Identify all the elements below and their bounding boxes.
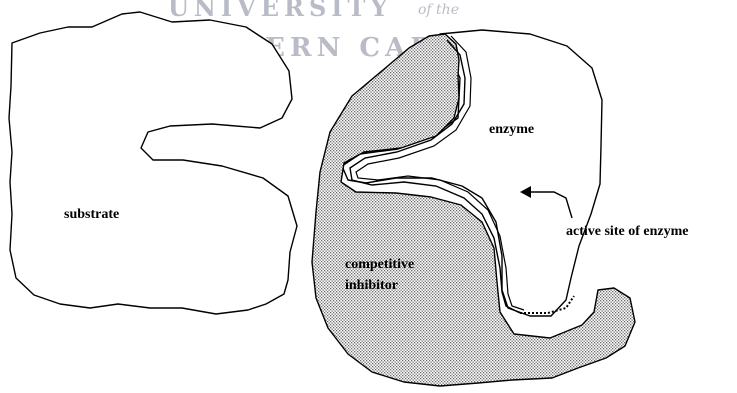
substrate-label: substrate: [64, 207, 119, 222]
inhibitor-label-line2: inhibitor: [345, 278, 398, 293]
watermark-university: UNIVERSITY: [168, 0, 393, 22]
inhibitor-label-line1: competitive: [345, 257, 414, 272]
enzyme-label: enzyme: [489, 122, 534, 137]
substrate-shape: [9, 12, 297, 314]
watermark-of-the: of the: [418, 2, 459, 18]
active-site-label: active site of enzyme: [566, 224, 688, 239]
